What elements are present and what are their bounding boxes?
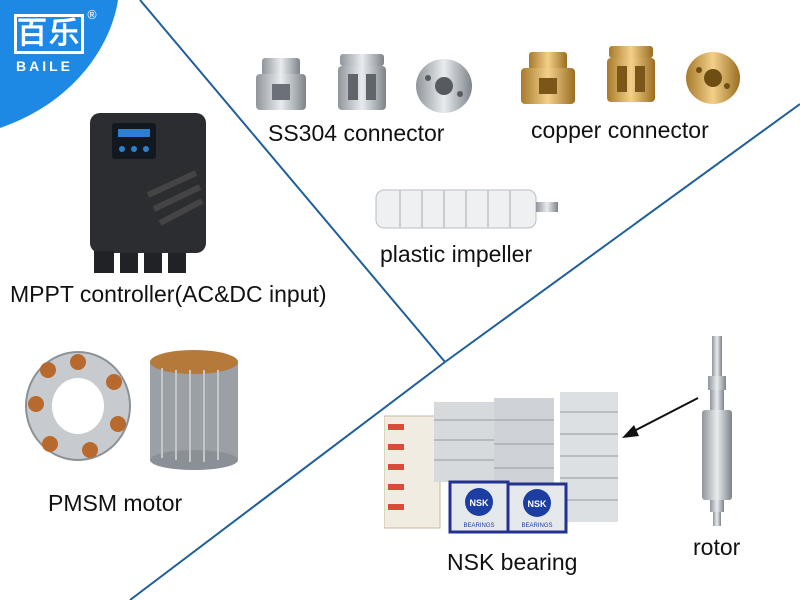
brand-logo-english: BAILE bbox=[16, 58, 73, 74]
bearing-box-subtext-1: BEARINGS bbox=[463, 523, 494, 529]
label-ss304-connector: SS304 connector bbox=[268, 120, 445, 146]
plastic-impeller-photo bbox=[375, 189, 558, 229]
bearing-box-brand-2: NSK bbox=[527, 499, 547, 509]
label-pmsm-motor: PMSM motor bbox=[48, 490, 183, 516]
pmsm-motor-photo bbox=[25, 350, 238, 470]
brand-logo-chinese: 百乐 bbox=[14, 14, 84, 54]
copper-connector-photos bbox=[521, 46, 740, 104]
label-rotor: rotor bbox=[693, 534, 741, 560]
bearing-box-subtext-2: BEARINGS bbox=[521, 523, 552, 529]
label-nsk-bearing: NSK bearing bbox=[447, 549, 578, 575]
label-plastic-impeller: plastic impeller bbox=[380, 241, 533, 267]
bearing-box-brand-1: NSK bbox=[469, 498, 489, 508]
mppt-controller-photo bbox=[90, 113, 206, 273]
label-mppt-controller: MPPT controller(AC&DC input) bbox=[10, 281, 327, 307]
label-copper-connector: copper connector bbox=[531, 117, 709, 143]
registered-mark: ® bbox=[86, 8, 98, 22]
rotor-photo bbox=[702, 336, 732, 526]
nsk-bearing-photo: NSK NSK BEARINGS BEARINGS bbox=[384, 392, 618, 534]
ss304-connector-photos bbox=[256, 54, 472, 113]
